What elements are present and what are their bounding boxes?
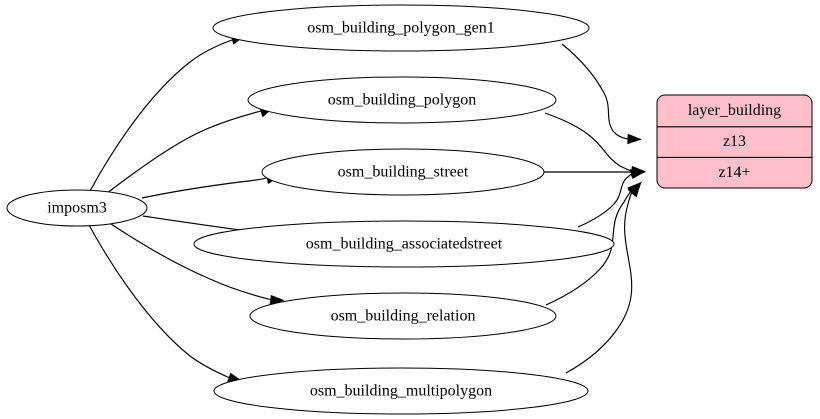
osm_building_relation-ellipse[interactable] [249,292,557,340]
osm_building_polygon_gen1-ellipse[interactable] [212,4,590,52]
node-osm_building_street[interactable]: osm_building_street [261,148,545,196]
osm_building_street-label: osm_building_street [338,164,469,181]
layer_building-z14plus-label: z14+ [718,164,750,181]
osm_building_polygon-ellipse[interactable] [247,76,557,124]
layer_building-title-label: layer_building [688,102,781,119]
layer_building-box[interactable] [656,94,813,189]
edge-osm_building_associatedstreet-to-layer_building_z14plus [577,169,646,228]
node-osm_building_associatedstreet[interactable]: osm_building_associatedstreet [193,220,615,268]
edge-osm_building_multipolygon-to-layer_building_z14plus [565,182,642,374]
imposm3-label: imposm3 [47,200,107,217]
node-osm_building_polygon_gen1[interactable]: osm_building_polygon_gen1 [212,4,590,52]
osm_building_polygon-label: osm_building_polygon [328,92,476,109]
layer_building-z13-label: z13 [723,133,746,150]
node-osm_building_polygon[interactable]: osm_building_polygon [247,76,557,124]
imposm3-ellipse[interactable] [6,189,148,227]
osm_building_multipolygon-label: osm_building_multipolygon [310,383,492,400]
edge-imposm3-to-osm_building_street [141,173,280,199]
osm_building_relation-label: osm_building_relation [331,308,476,325]
node-osm_building_relation[interactable]: osm_building_relation [249,292,557,340]
osm_building_polygon_gen1-label: osm_building_polygon_gen1 [307,20,495,37]
osm_building_multipolygon-ellipse[interactable] [213,367,589,415]
edge-imposm3-to-osm_building_polygon_gen1 [89,34,245,192]
edge-osm_building_polygon_gen1-to-layer_building_z13 [561,43,642,145]
node-imposm3[interactable]: imposm3 [6,189,148,227]
edge-group-tables-to-layer [544,43,646,374]
node-layer_building[interactable]: layer_building z13 z14+ [656,94,813,189]
osm_building_street-ellipse[interactable] [261,148,545,196]
osm_building_associatedstreet-ellipse[interactable] [193,220,615,268]
osm_building_associatedstreet-label: osm_building_associatedstreet [306,236,503,253]
edge-osm_building_polygon-to-layer_building_z14plus [544,112,646,177]
node-osm_building_multipolygon[interactable]: osm_building_multipolygon [213,367,589,415]
